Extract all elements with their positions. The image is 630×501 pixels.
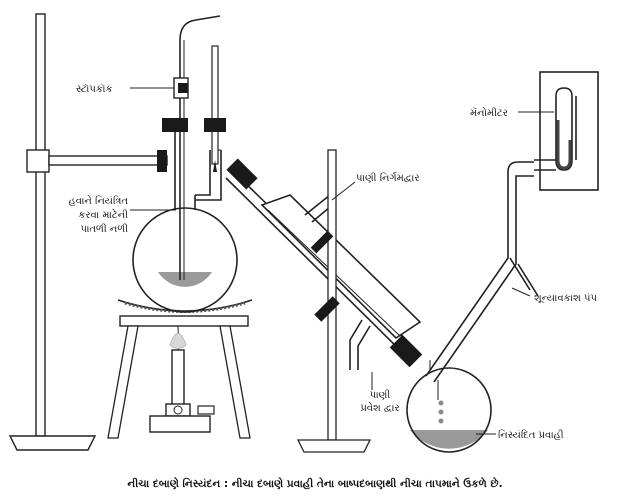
receiving-flask: [406, 360, 492, 453]
label-air-tube-2: કરવા માટેની: [78, 208, 128, 221]
manometer: [534, 71, 599, 191]
label-water-inlet-2: પ્રવેશ દ્વાર: [360, 401, 400, 414]
vacuum-line: [425, 161, 539, 383]
left-retort-stand: [8, 13, 168, 451]
label-water-inlet-1: પાણી: [370, 389, 391, 401]
label-air-tube-1: હવાને નિયંત્રિત: [69, 194, 129, 207]
label-water-outlet: પાણી નિર્ગમદ્વાર: [356, 172, 420, 184]
tripod-stand: [107, 315, 251, 439]
label-vacuum-pump: શૂન્યાવકાશ પંપ: [534, 292, 597, 304]
bunsen-burner: [149, 333, 215, 433]
right-retort-stand: [296, 149, 372, 453]
label-air-tube-3: પાતળી નળી: [80, 223, 128, 235]
figure-caption: નીચા દબાણે નિસ્યંદન : નીચા દબાણે પ્રવાહી…: [127, 476, 502, 490]
capillary-air-tube: [162, 15, 221, 280]
liebig-condenser: [225, 158, 423, 370]
label-manometer: મૅનોમીટર: [470, 106, 508, 119]
leader-lines: [130, 87, 554, 435]
thermometer: [204, 45, 226, 172]
label-stopcock: સ્ટૉપકૉક: [76, 83, 113, 95]
distillation-flask: [132, 128, 238, 313]
wire-gauze: [117, 299, 253, 313]
label-distilled-liquid: નિસ્યંદિત પ્રવાહી: [498, 429, 564, 441]
